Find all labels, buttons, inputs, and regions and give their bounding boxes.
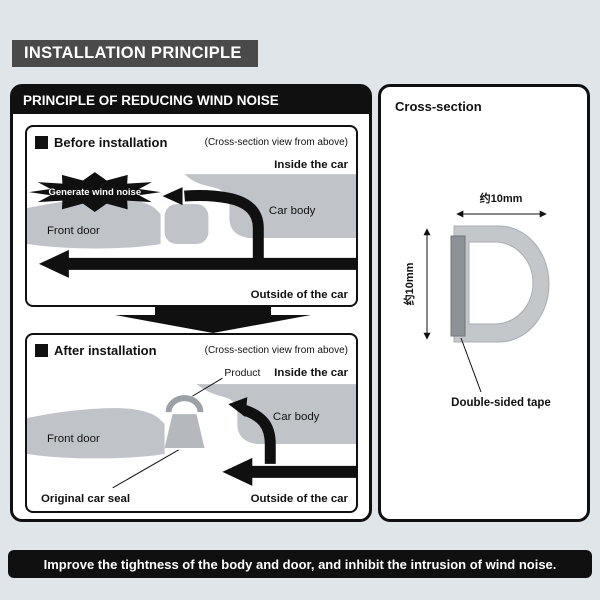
after-installation-panel: After installation (Cross-section view f… <box>25 333 358 513</box>
wind-noise-label: Generate wind noise <box>48 187 141 198</box>
black-square-icon <box>35 344 48 357</box>
outside-label: Outside of the car <box>251 289 349 301</box>
before-diagram: Generate wind noise Inside the car Car b… <box>27 159 356 301</box>
width-dimension-label: 约10mm <box>480 191 523 205</box>
original-seal-shape <box>164 414 205 448</box>
after-header: After installation (Cross-section view f… <box>27 335 356 360</box>
wind-noise-burst-icon <box>28 172 161 213</box>
blocked-wind-arrowhead <box>228 397 248 418</box>
outside-wind-arrow <box>38 249 356 278</box>
seal-pointer-line <box>112 449 179 489</box>
after-view-note: (Cross-section view from above) <box>204 345 348 356</box>
front-door-label: Front door <box>47 225 100 237</box>
seal-profile-shape <box>453 225 550 343</box>
car-body-shape <box>196 384 356 444</box>
before-view-note: (Cross-section view from above) <box>204 137 348 148</box>
before-heading: Before installation <box>54 135 168 150</box>
wind-arrow <box>184 190 264 264</box>
car-body-shape <box>184 174 356 238</box>
tape-pointer-line <box>460 337 482 393</box>
inside-label: Inside the car <box>274 367 348 379</box>
front-door-shape <box>27 198 161 249</box>
banner-title: INSTALLATION PRINCIPLE <box>24 44 242 62</box>
double-sided-tape-label: Double-sided tape <box>451 397 551 409</box>
down-arrow-icon <box>115 306 311 333</box>
before-header: Before installation (Cross-section view … <box>27 127 356 152</box>
cross-section-panel: Cross-section 约10mm 约10mm Double-sided t… <box>378 84 590 522</box>
banner: INSTALLATION PRINCIPLE <box>12 40 258 67</box>
cross-section-diagram: 约10mm 约10mm Double-sided tape <box>402 191 551 409</box>
door-seal-shape <box>164 204 209 244</box>
footer-bar: Improve the tightness of the body and do… <box>8 550 592 578</box>
black-square-icon <box>35 136 48 149</box>
blocked-wind-arrow <box>242 404 276 464</box>
after-diagram: Product Inside the car Car body Front do… <box>27 367 356 505</box>
original-seal-label: Original car seal <box>41 493 130 505</box>
front-door-label: Front door <box>47 433 100 445</box>
outside-wind-arrow <box>222 457 356 486</box>
product-shape <box>165 395 204 413</box>
front-door-shape <box>27 408 165 459</box>
footer-text: Improve the tightness of the body and do… <box>43 556 557 572</box>
before-installation-panel: Before installation (Cross-section view … <box>25 125 358 307</box>
product-label: Product <box>224 368 260 379</box>
double-sided-tape-shape <box>450 235 466 337</box>
inside-label: Inside the car <box>274 159 348 171</box>
principle-panel-title: PRINCIPLE OF REDUCING WIND NOISE <box>13 87 369 114</box>
wind-arrowhead <box>162 187 183 206</box>
outside-label: Outside of the car <box>251 493 349 505</box>
height-dimension-label: 约10mm <box>402 262 416 305</box>
principle-panel: PRINCIPLE OF REDUCING WIND NOISE Before … <box>10 84 372 522</box>
car-body-label: Car body <box>273 411 320 423</box>
product-pointer-line <box>192 377 223 397</box>
after-heading: After installation <box>54 343 157 358</box>
car-body-label: Car body <box>269 205 316 217</box>
cross-section-title: Cross-section <box>395 99 482 114</box>
